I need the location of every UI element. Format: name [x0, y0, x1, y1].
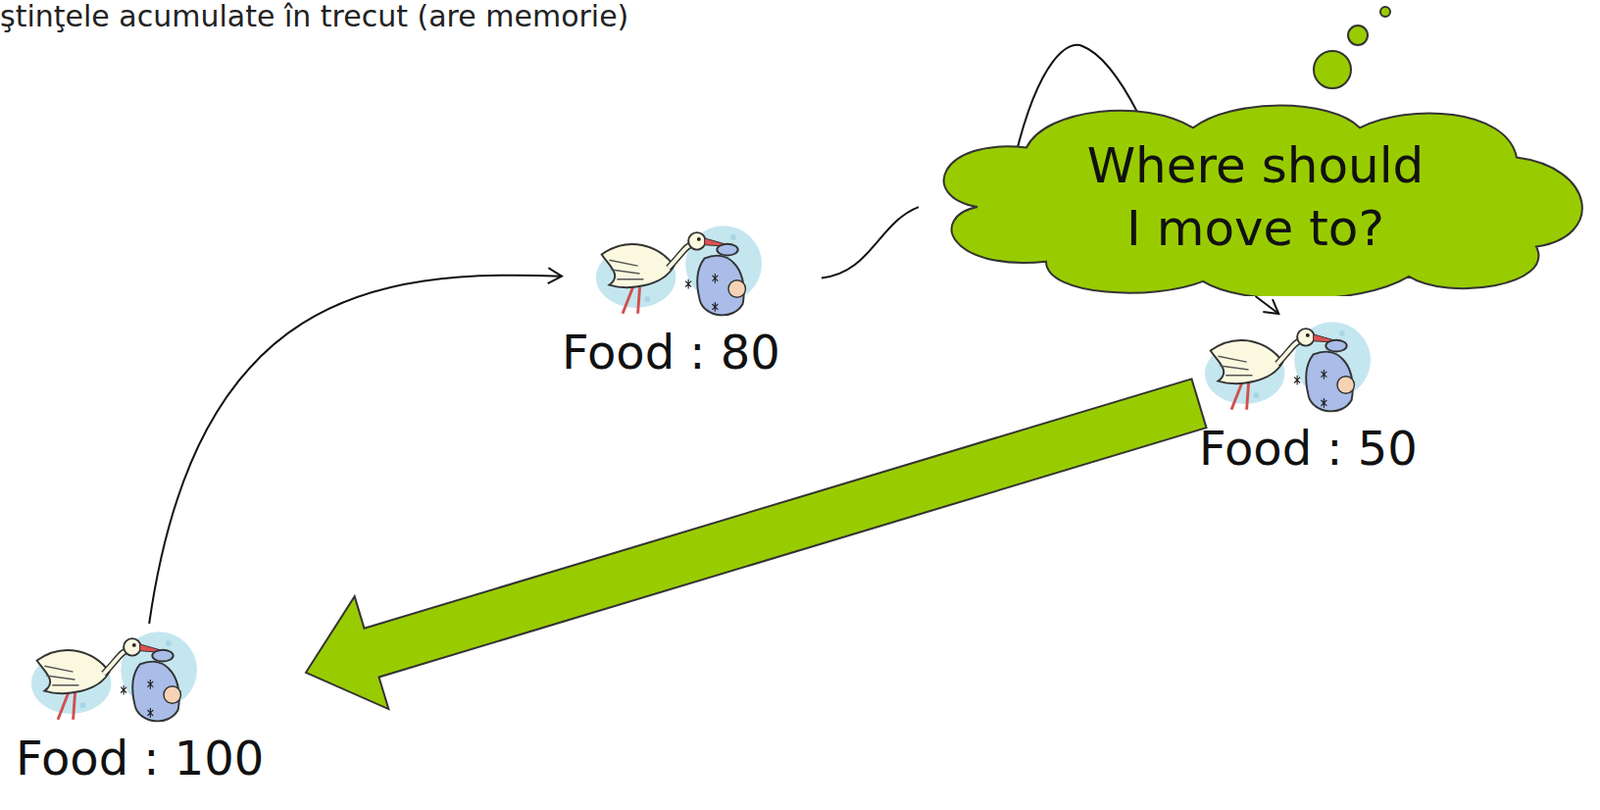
- arrow-head: [1262, 299, 1279, 314]
- stork-node: Food : 100: [15, 623, 306, 787]
- stork-symbol: [1204, 321, 1371, 411]
- slide-text-fragment: ştinţele acumulate în trecut (are memori…: [0, 0, 629, 34]
- stork-illustration: [1199, 313, 1371, 420]
- cloud-text-area: Where should I move to?: [918, 98, 1593, 297]
- big-arrow: [305, 378, 1207, 709]
- food-label: Food : 100: [15, 729, 306, 787]
- thought-text: Where should I move to?: [1079, 134, 1433, 260]
- connector-line: [821, 206, 919, 278]
- cloud-outline: [944, 105, 1583, 297]
- flight-connector: [1255, 296, 1280, 314]
- stork-illustration: [25, 623, 198, 730]
- stork-illustration: [590, 217, 762, 324]
- thought-bubble: [1313, 50, 1351, 89]
- big-arrow-shape: [305, 378, 1207, 709]
- cloud-shape: [918, 98, 1593, 297]
- connector-line: [1255, 296, 1280, 314]
- food-label: Food : 80: [561, 323, 822, 381]
- food-label: Food : 50: [1199, 419, 1465, 477]
- flight-connector: [149, 267, 562, 624]
- stork-symbol: [596, 225, 762, 315]
- thought-cloud: Where should I move to?: [918, 98, 1593, 297]
- stork-symbol: [31, 631, 198, 721]
- thought-bubble: [1380, 6, 1391, 17]
- arrow-head: [548, 267, 562, 284]
- stork-node: Food : 50: [1199, 313, 1465, 477]
- stork-node: Food : 80: [561, 217, 822, 381]
- connector-line: [149, 275, 562, 624]
- thought-bubble: [1348, 25, 1368, 46]
- flight-connector: [821, 206, 919, 278]
